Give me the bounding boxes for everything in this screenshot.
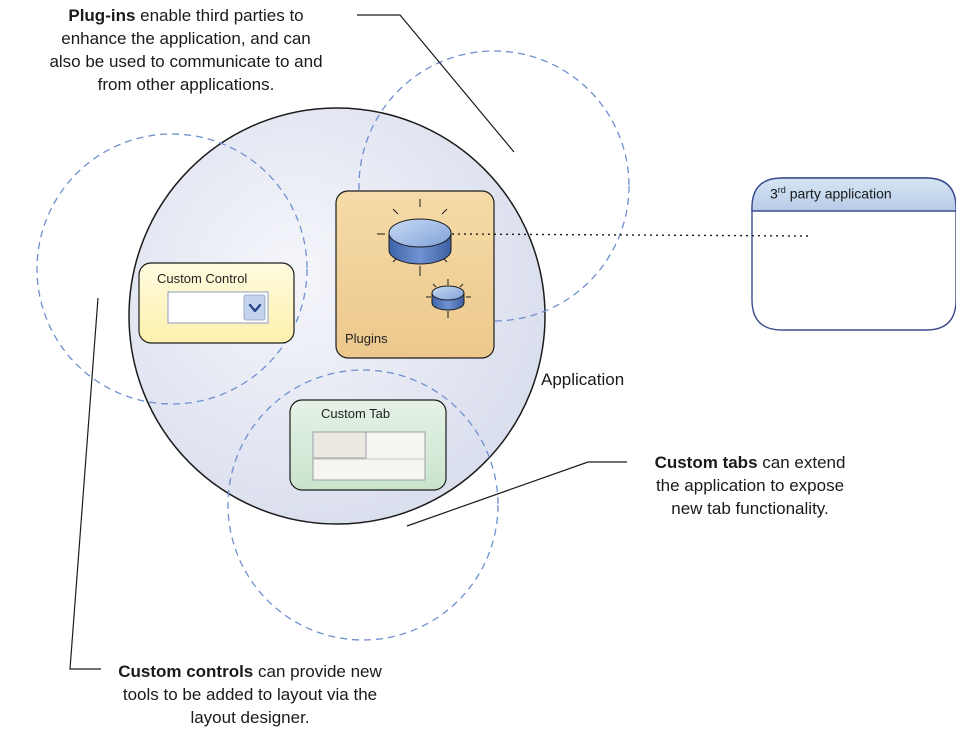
tabs-dashed-circle xyxy=(227,369,499,641)
custom-tab-box xyxy=(289,399,447,491)
dropdown-chevron-icon xyxy=(243,294,266,321)
custom-control-label: Custom Control xyxy=(157,271,248,286)
plugins-leader-line xyxy=(357,14,515,153)
controls-leader-line xyxy=(69,297,101,670)
plugins-dashed-circle xyxy=(358,50,630,322)
controls-dashed-circle xyxy=(36,133,308,405)
third-party-app-title: 3rd party application xyxy=(770,185,892,202)
database-disk-icon xyxy=(377,199,452,276)
custom-control-box xyxy=(138,262,295,344)
small-database-disk-icon xyxy=(426,279,471,318)
plugins-box xyxy=(335,190,495,359)
tabs-note-bold: Custom tabs xyxy=(654,453,758,472)
application-label: Application xyxy=(541,370,625,389)
custom-tab-label: Custom Tab xyxy=(321,406,391,421)
plugins-note-bold: Plug-ins xyxy=(68,6,136,25)
tabs-note: Custom tabs can extend the application t… xyxy=(654,453,846,518)
plugins-note: Plug-ins enable third parties to enhance… xyxy=(49,6,323,94)
plugins-label: Plugins xyxy=(345,331,388,346)
tab-header xyxy=(312,431,367,459)
controls-note-bold: Custom controls xyxy=(118,662,254,681)
controls-note: Custom controls can provide new tools to… xyxy=(118,662,382,727)
third-party-app-box xyxy=(751,177,956,331)
tabs-leader-line xyxy=(406,461,627,527)
